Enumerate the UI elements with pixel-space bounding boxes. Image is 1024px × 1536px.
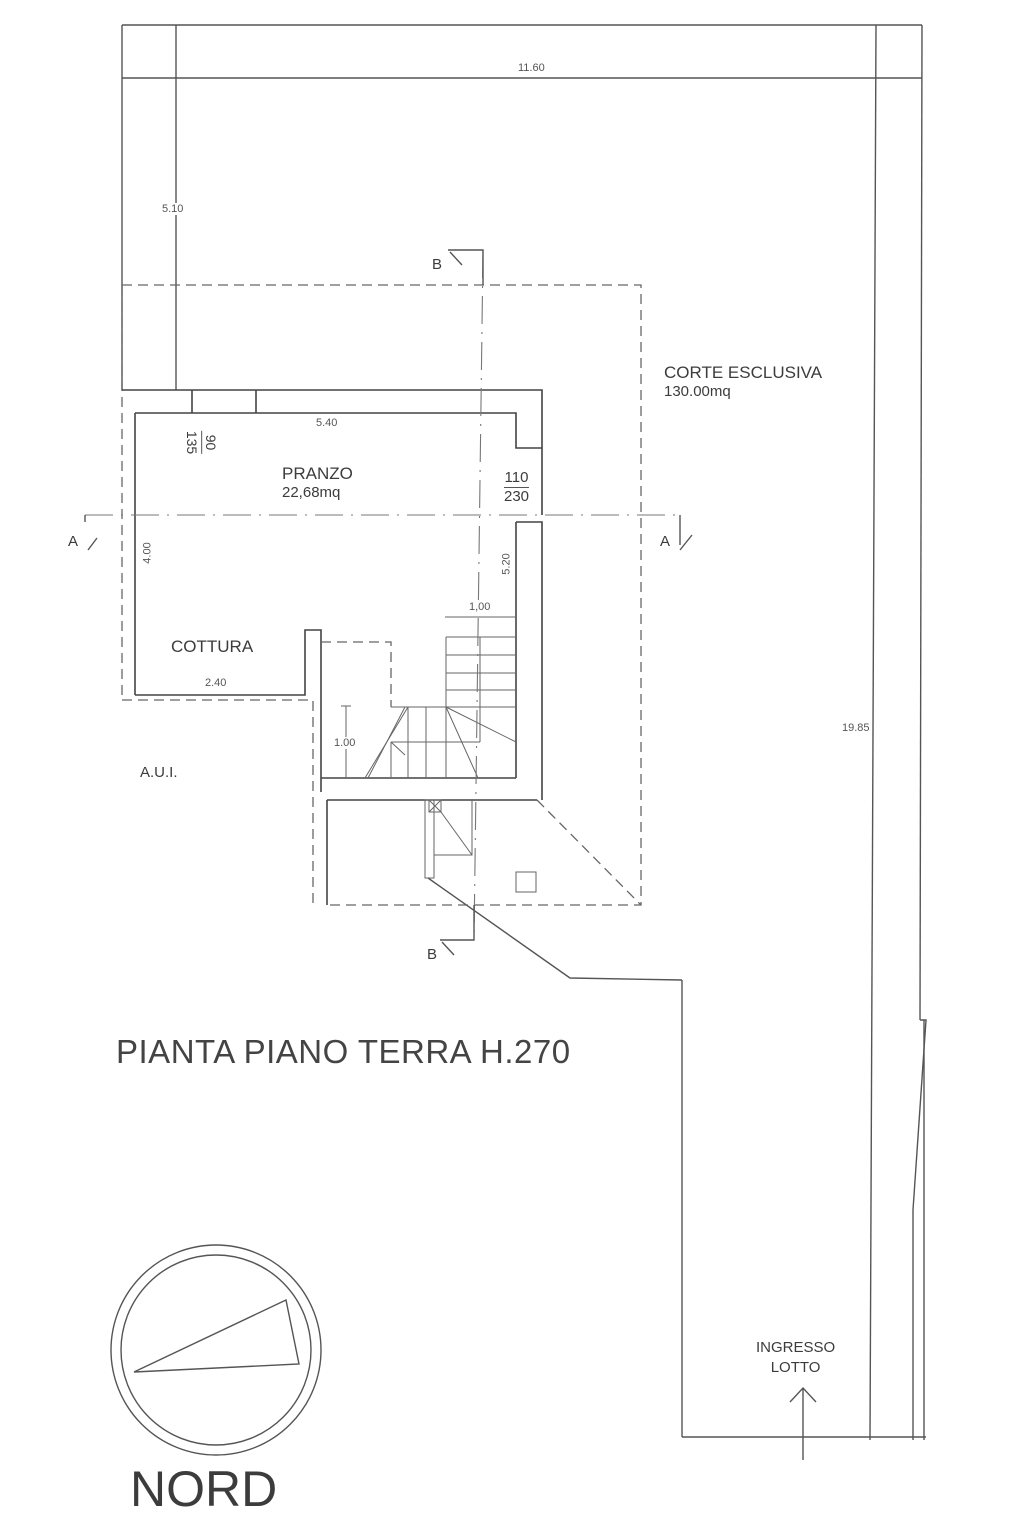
room-pranzo-area: 22,68mq bbox=[282, 484, 341, 501]
door-east-width: 110 bbox=[504, 469, 530, 488]
dimension-stair-height: 5.20 bbox=[500, 551, 513, 577]
room-corte-name: CORTE ESCLUSIVA bbox=[664, 363, 823, 382]
drawing-title: PIANTA PIANO TERRA H.270 bbox=[116, 1033, 571, 1070]
section-a-right-label: A bbox=[660, 533, 671, 550]
room-cottura-name: COTTURA bbox=[171, 637, 254, 656]
dimension-cottura-width: 2.40 bbox=[203, 677, 229, 689]
dimension-setback: 5.10 bbox=[160, 203, 186, 215]
lot-boundary bbox=[121, 24, 927, 1441]
dimension-pranzo-depth: 4.00 bbox=[141, 540, 154, 566]
entrance-label-line2: LOTTO bbox=[770, 1359, 821, 1376]
dimension-lot-width: 11.60 bbox=[516, 62, 547, 74]
window-north-size: 90 135 bbox=[183, 430, 221, 455]
dimension-lot-length: 19.85 bbox=[840, 722, 872, 734]
section-a-left-label: A bbox=[68, 533, 79, 550]
section-b-bottom-label: B bbox=[427, 946, 438, 963]
door-east-height: 230 bbox=[504, 488, 530, 505]
dimension-stair-width-side: 1.00 bbox=[332, 737, 358, 749]
room-corte-area: 130.00mq bbox=[664, 383, 731, 400]
window-north-width: 90 bbox=[201, 430, 221, 455]
section-lines bbox=[84, 249, 693, 956]
dimension-pranzo-width: 5.40 bbox=[314, 417, 340, 429]
door-east-size: 110 230 bbox=[504, 469, 530, 506]
entrance-arrow-icon bbox=[789, 1386, 817, 1460]
room-aui-name: A.U.I. bbox=[140, 764, 178, 781]
section-b-top-label: B bbox=[432, 256, 443, 273]
staircase bbox=[321, 616, 517, 779]
north-label: NORD bbox=[130, 1461, 278, 1517]
entrance-label-line1: INGRESSO bbox=[756, 1339, 836, 1356]
lower-stair bbox=[424, 799, 537, 893]
north-arrow-icon bbox=[110, 1244, 322, 1456]
window-north-height: 135 bbox=[184, 430, 201, 455]
room-pranzo-name: PRANZO bbox=[282, 464, 353, 483]
upper-floor-outline bbox=[121, 284, 642, 906]
dimension-stair-width-top: 1,00 bbox=[467, 601, 493, 613]
entrance-label: INGRESSO LOTTO bbox=[756, 1338, 835, 1378]
